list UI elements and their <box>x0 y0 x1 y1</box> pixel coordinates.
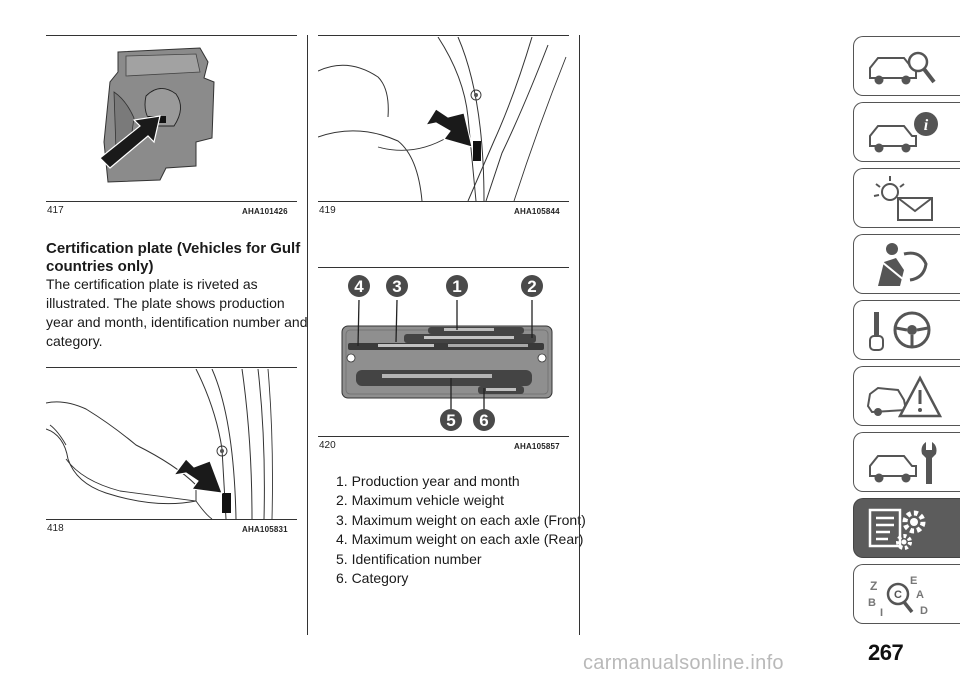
tab-maintenance[interactable] <box>853 432 960 492</box>
callout-label: 4 <box>354 277 364 296</box>
tab-car-search[interactable] <box>853 36 960 96</box>
tab-technical-specifications[interactable] <box>853 498 960 558</box>
column-divider <box>307 35 308 635</box>
legend-item: 3. Maximum weight on each axle (Front) <box>336 511 586 528</box>
legend-item: 1. Production year and month <box>336 473 520 489</box>
tab-index[interactable]: Z E A B D I C <box>853 564 960 624</box>
car-wrench-icon <box>869 442 937 484</box>
figure-code: AHA105857 <box>514 442 560 451</box>
tab-starting-driving[interactable] <box>853 300 960 360</box>
figure-418-top-rule <box>46 367 297 368</box>
warning-light-message-icon <box>873 176 933 221</box>
figure-code: AHA101426 <box>242 207 288 216</box>
figure-418-bottom-rule <box>46 519 297 520</box>
figure-number: 420 <box>319 440 336 451</box>
svg-text:i: i <box>924 117 929 134</box>
figure-420-bottom-rule <box>318 436 569 437</box>
figure-419-door-pillar-illustration <box>318 37 567 201</box>
svg-text:D: D <box>920 605 928 617</box>
svg-text:Z: Z <box>870 579 877 593</box>
callout-label: 2 <box>527 277 536 296</box>
page-number: 267 <box>868 640 904 665</box>
figure-418-door-sill-illustration <box>46 369 273 519</box>
svg-text:C: C <box>894 589 902 601</box>
figure-417-top-rule <box>46 35 297 36</box>
alphabet-index-search-icon: Z E A B D I C <box>868 575 928 619</box>
figure-419-top-rule <box>318 35 569 36</box>
tab-emergency[interactable] <box>853 366 960 426</box>
tab-warning-lights[interactable] <box>853 168 960 228</box>
svg-text:E: E <box>910 575 917 587</box>
figure-number: 419 <box>319 205 336 216</box>
car-search-icon <box>869 51 936 85</box>
figure-code: AHA105844 <box>514 207 560 216</box>
svg-text:B: B <box>868 597 876 609</box>
callout-label: 5 <box>446 411 455 430</box>
figure-number: 417 <box>47 205 64 216</box>
key-steering-wheel-icon <box>869 311 931 351</box>
legend-item: 2. Maximum vehicle weight <box>336 492 505 509</box>
car-warning-triangle-icon <box>866 375 943 418</box>
callout-circle <box>440 409 462 431</box>
svg-text:A: A <box>916 589 924 601</box>
callout-circle <box>386 275 408 297</box>
svg-text:I: I <box>880 607 883 619</box>
legend-item: 5. Identification number <box>336 550 482 567</box>
plate-legend-list: 1. Production year and month 2. Maximum … <box>336 472 586 588</box>
column-divider <box>579 35 580 635</box>
callout-circle <box>348 275 370 297</box>
car-info-icon: i <box>869 112 938 153</box>
spec-list-gears-icon <box>868 508 926 550</box>
figure-419-bottom-rule <box>318 201 569 202</box>
figure-number: 418 <box>47 523 64 534</box>
watermark: carmanualsonline.info <box>583 652 784 674</box>
airbag-seat-icon <box>878 243 928 286</box>
callout-circle <box>446 275 468 297</box>
figure-420-top-rule <box>318 267 569 268</box>
callout-label: 1 <box>452 277 461 296</box>
tab-car-info[interactable]: i <box>853 102 960 162</box>
figure-417-engine-illustration <box>99 47 215 183</box>
section-body: The certification plate is riveted as il… <box>46 276 308 349</box>
callout-label: 6 <box>479 411 488 430</box>
figure-417-bottom-rule <box>46 201 297 202</box>
callout-label: 3 <box>392 277 401 296</box>
figure-code: AHA105831 <box>242 525 288 534</box>
callout-circle <box>473 409 495 431</box>
callout-circle <box>521 275 543 297</box>
legend-item: 6. Category <box>336 570 409 587</box>
tab-safety[interactable] <box>853 234 960 294</box>
legend-item: 4. Maximum weight on each axle (Rear) <box>336 531 584 548</box>
section-title: Certification plate (Vehicles for Gulf c… <box>46 240 301 275</box>
figure-420-certification-plate-illustration: 4 3 1 2 5 6 <box>341 275 553 431</box>
